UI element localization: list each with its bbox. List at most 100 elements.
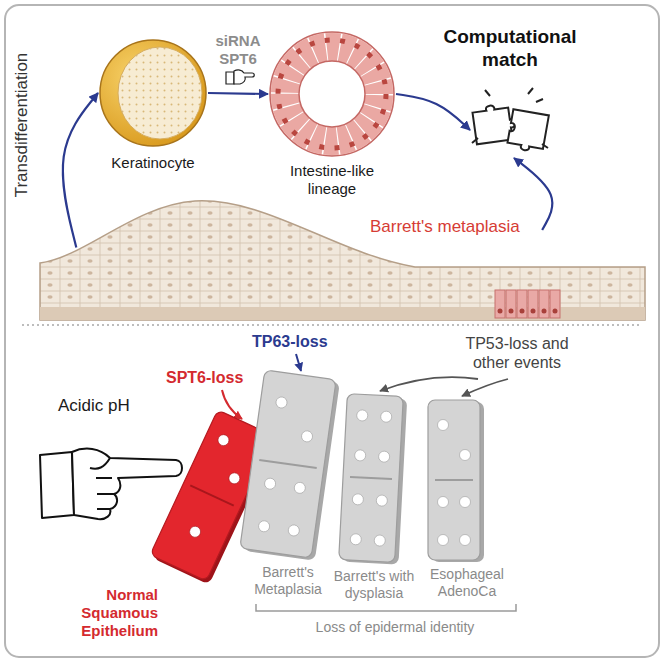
- edge-label: siRNA SPT6: [209, 32, 267, 68]
- pushing-hand: [40, 449, 182, 520]
- hand-knuckle-lines: [90, 458, 114, 509]
- hand-cuff: [226, 72, 234, 84]
- illustration-part: [531, 309, 536, 314]
- illustration-part: [301, 430, 313, 442]
- annotation-label: Loss of epidermal identity: [260, 619, 530, 636]
- illustration-part: [288, 524, 300, 536]
- node-label: Intestine-like lineage: [272, 162, 392, 198]
- illustration-part: [506, 290, 516, 318]
- annotation-label: TP53-loss and other events: [452, 334, 582, 372]
- illustration-part: [550, 290, 560, 318]
- annotation-label: TP63-loss: [252, 332, 342, 351]
- side-title: Transdifferentiation: [12, 30, 32, 220]
- flow-arrow: [396, 94, 470, 130]
- node-label: Keratinocyte: [78, 154, 228, 172]
- node-label: Barrett's Metaplasia: [248, 564, 328, 598]
- leader-arrow: [380, 377, 478, 391]
- keratinocyte-cell: Keratinocyte: [98, 38, 208, 148]
- illustration-part: [438, 535, 449, 546]
- intestine-organoid-shape: [268, 30, 396, 158]
- illustration-part: [438, 497, 449, 508]
- illustration-part: [354, 450, 366, 462]
- illustration-part: [376, 495, 388, 507]
- domino-tile-shape: [338, 392, 404, 564]
- illustration-part: [350, 477, 392, 479]
- illustration-part: [542, 309, 547, 314]
- illustration-part: [495, 290, 505, 318]
- illustration-part: [275, 396, 287, 408]
- illustration-part: [460, 535, 471, 546]
- illustration-part: [498, 309, 558, 314]
- puzzle-icon: Computational match: [470, 88, 550, 158]
- illustration-part: [118, 47, 202, 139]
- illustration-part: [378, 451, 390, 463]
- illustration-part: [356, 410, 368, 422]
- illustration-part: [339, 394, 404, 563]
- node-label: Barrett's with dysplasia: [328, 568, 420, 602]
- illustration-part: [294, 482, 306, 494]
- keratinocyte-cell-shape: [98, 38, 208, 148]
- illustration-part: [528, 290, 538, 318]
- annotation-label: Acidic pH: [58, 396, 158, 416]
- domino-tile: Barrett's Metaplasia: [238, 368, 338, 560]
- group-bracket: [256, 604, 516, 611]
- illustration-part: [472, 88, 548, 148]
- puzzle-icon-shape: [470, 88, 550, 158]
- illustration-part: [100, 40, 206, 146]
- small-hand-icon: [226, 70, 254, 84]
- illustration-part: [495, 290, 560, 318]
- illustration-part: [190, 485, 234, 505]
- illustration-part: [339, 394, 408, 565]
- hand-cuff: [40, 452, 74, 518]
- illustration-part: [380, 411, 392, 423]
- illustration-part: [374, 535, 386, 547]
- illustration-part: [520, 309, 525, 314]
- illustration-part: [428, 400, 480, 560]
- intestine-organoid: Intestine-like lineage: [268, 30, 396, 158]
- leader-arrow: [296, 354, 301, 371]
- illustration-part: [240, 370, 341, 561]
- node-label: Normal Squamous Epithelium: [66, 586, 158, 640]
- illustration-part: [240, 370, 336, 558]
- illustration-part: [428, 400, 484, 562]
- node-label: Computational match: [432, 26, 588, 72]
- illustration-part: [507, 109, 549, 153]
- illustration-part: [258, 520, 270, 532]
- hand-finger: [234, 70, 254, 84]
- annotation-label: SPT6-loss: [166, 368, 250, 387]
- illustration-part: [278, 40, 386, 148]
- domino-tile-shape: [238, 368, 338, 560]
- illustration-part: [285, 47, 379, 141]
- illustration-part: [40, 201, 645, 320]
- hand-fist: [72, 449, 182, 520]
- illustration-part: [517, 290, 527, 318]
- illustration-part: [509, 309, 514, 314]
- domino-tile-shape: [425, 398, 483, 562]
- illustration-part: [507, 109, 549, 153]
- illustration-part: [299, 61, 365, 127]
- illustration-part: [227, 471, 242, 486]
- illustration-part: [460, 450, 471, 461]
- domino-tile: Esophageal AdenoCa: [425, 398, 483, 562]
- illustration-part: [539, 290, 549, 318]
- illustration-part: [118, 47, 202, 139]
- illustration-part: [259, 460, 316, 468]
- illustration-part: [188, 524, 203, 539]
- esophageal-tissue-shape: [40, 195, 645, 320]
- illustration-part: [352, 494, 364, 506]
- illustration-part: [460, 497, 471, 508]
- node-label: Esophageal AdenoCa: [421, 566, 513, 600]
- illustration-part: [553, 309, 558, 314]
- illustration-part: [435, 479, 473, 481]
- leader-arrow: [462, 379, 508, 396]
- illustration-part: [216, 433, 231, 448]
- illustration-part: [438, 420, 449, 431]
- domino-tile: Barrett's with dysplasia: [338, 392, 404, 564]
- illustration-part: [350, 534, 362, 546]
- illustration-part: [264, 477, 276, 489]
- esophageal-tissue: Barrett's metaplasia: [40, 195, 645, 320]
- flow-arrow: [63, 93, 98, 248]
- illustration-part: [270, 32, 394, 156]
- illustration-part: [498, 309, 503, 314]
- flow-arrow: [208, 93, 268, 94]
